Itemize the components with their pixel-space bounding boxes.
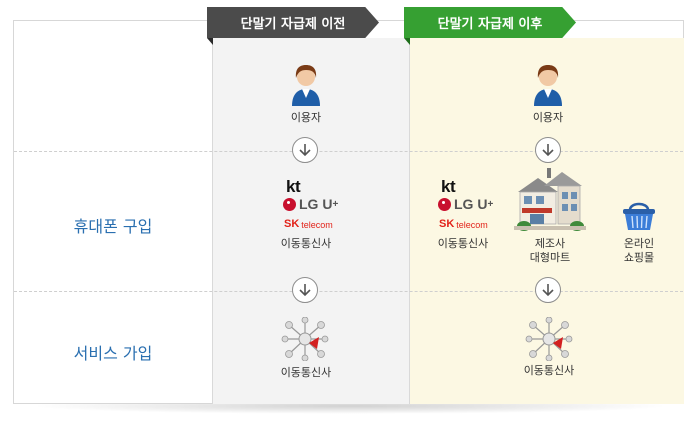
row-label-purchase: 휴대폰 구입	[73, 217, 153, 236]
arrow-down-icon	[292, 137, 318, 163]
sk-text: telecom	[456, 220, 488, 230]
kt-logo: kt	[441, 177, 456, 196]
row-label-service: 서비스 가입	[73, 344, 153, 363]
arrow-down-icon	[292, 277, 318, 303]
lg-plus: +	[487, 198, 494, 210]
arrow-down-icon	[535, 137, 561, 163]
after-user-label: 이용자	[532, 111, 564, 124]
row-divider-2	[14, 291, 683, 292]
after-carrier-purchase-label: 이동통신사	[437, 237, 489, 250]
tab-after: 단말기 자급제 이후	[404, 7, 576, 38]
lg-text: LG U	[299, 196, 333, 212]
after-manufacturer-label-1: 제조사	[534, 237, 566, 250]
sk-telecom-logo: SK telecom	[439, 218, 488, 230]
sk-text: telecom	[301, 220, 333, 230]
lg-uplus-logo: LG U+	[438, 196, 493, 212]
person-icon	[534, 65, 562, 106]
store-icon	[514, 168, 586, 231]
lg-text: LG U	[454, 196, 488, 212]
lg-plus: +	[332, 198, 339, 210]
sk-telecom-logo: SK telecom	[284, 218, 333, 230]
kt-logo: kt	[286, 177, 301, 196]
lg-dot-icon	[283, 197, 296, 211]
after-manufacturer-label-2: 대형마트	[529, 251, 571, 264]
lg-uplus-logo: LG U+	[283, 196, 338, 212]
after-online-label-1: 온라인	[623, 237, 655, 250]
person-icon	[292, 65, 320, 106]
before-user-label: 이용자	[290, 111, 322, 124]
sk-mark: SK	[439, 218, 455, 230]
before-carrier-service-label: 이동통신사	[280, 366, 332, 379]
network-icon	[281, 317, 329, 361]
tab-before: 단말기 자급제 이전	[207, 7, 379, 38]
after-online-label-2: 쇼핑몰	[623, 251, 655, 264]
after-carrier-service-label: 이동통신사	[523, 364, 575, 377]
tab-after-fold	[404, 38, 410, 45]
before-carrier-purchase-label: 이동통신사	[280, 237, 332, 250]
network-icon	[525, 317, 573, 361]
tab-before-fold	[207, 38, 213, 45]
row-divider-1	[14, 151, 683, 152]
sk-mark: SK	[284, 218, 300, 230]
lg-dot-icon	[438, 197, 451, 211]
basket-icon	[623, 202, 655, 230]
arrow-down-icon	[535, 277, 561, 303]
